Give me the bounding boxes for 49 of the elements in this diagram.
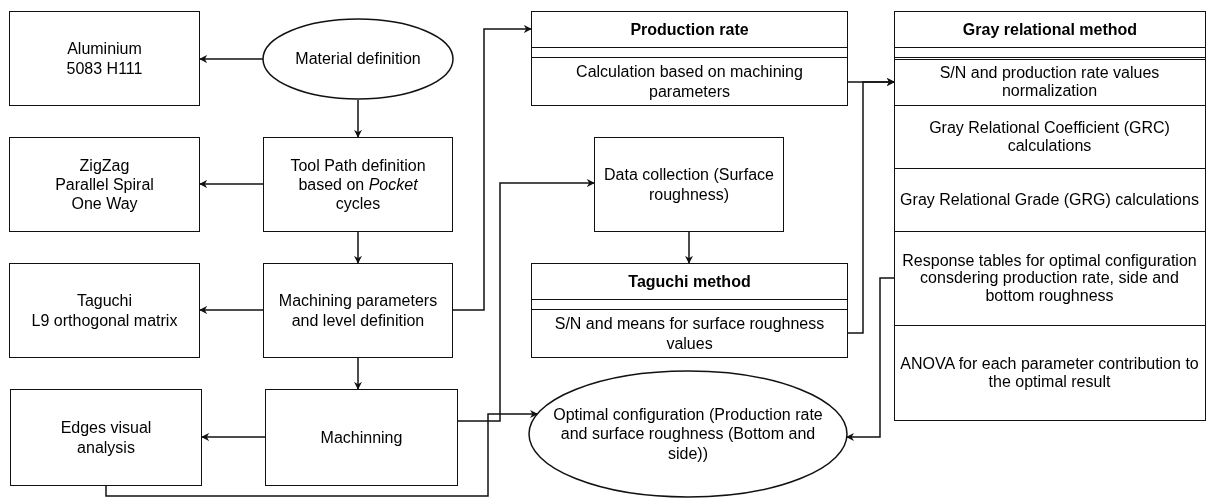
node-text: Gray Relational Grade (GRG) calculations (900, 190, 1199, 209)
node-text: Taguchi (76, 291, 133, 311)
arrow (452, 25, 532, 311)
node-text: One Way (71, 194, 138, 214)
table-heading: Taguchi method (532, 264, 847, 300)
arrow (685, 231, 693, 264)
node-text: Edges visual analysis (59, 418, 153, 457)
method-table-box (531, 11, 848, 106)
node-text: Optimal configuration (Production rate and surface roughness (Bottom and side)) (552, 405, 824, 463)
node-text: ANOVA for each parameter contribution to the optimal result (899, 355, 1200, 391)
table-text: S/N and means for surface roughness values (553, 314, 826, 354)
node-text: Aluminium 5083 H111 (65, 39, 144, 78)
arrow (199, 55, 264, 63)
node-text: S/N and production rate values normalization (938, 64, 1161, 100)
method-table-box (531, 263, 848, 358)
arrow (846, 277, 895, 441)
process-box (9, 137, 200, 232)
node-text: Parallel Spiral (55, 174, 154, 195)
node-text: Tool Path definition based on Pocket cycles (289, 155, 427, 214)
process-box (265, 389, 458, 486)
node-text: Material definition (295, 49, 421, 69)
node-text: Response tables for optimal configuration consdering production rate, side and bottom roughness (901, 251, 1198, 305)
method-table-box (894, 11, 1206, 421)
arrow (354, 231, 362, 264)
node-text: Data collection (Surface roughness) (603, 165, 775, 204)
process-ellipse (262, 18, 454, 100)
arrow (354, 99, 362, 138)
node-text: L9 orthogonal matrix (31, 310, 178, 330)
node-text: Machining parameters and level definition (277, 291, 439, 330)
arrow (201, 433, 266, 441)
process-ellipse (528, 370, 848, 498)
arrow (199, 180, 264, 188)
process-box (594, 137, 784, 232)
arrow (354, 357, 362, 390)
arrow (457, 179, 595, 422)
arrow (105, 410, 538, 497)
process-box (263, 137, 453, 232)
table-text: Calculation based on machining parameters (575, 62, 804, 102)
process-box (263, 263, 453, 358)
process-box (9, 263, 200, 358)
process-box (10, 389, 202, 486)
table-heading: Production rate (532, 12, 847, 48)
node-text: ZigZag (79, 155, 130, 175)
node-text: Machinning (320, 427, 403, 448)
process-box (9, 11, 200, 106)
arrow (199, 306, 264, 314)
table-heading: Gray relational method (895, 12, 1205, 48)
arrow (847, 78, 895, 334)
node-text: Gray Relational Coefficient (GRC) calculations (928, 118, 1171, 155)
